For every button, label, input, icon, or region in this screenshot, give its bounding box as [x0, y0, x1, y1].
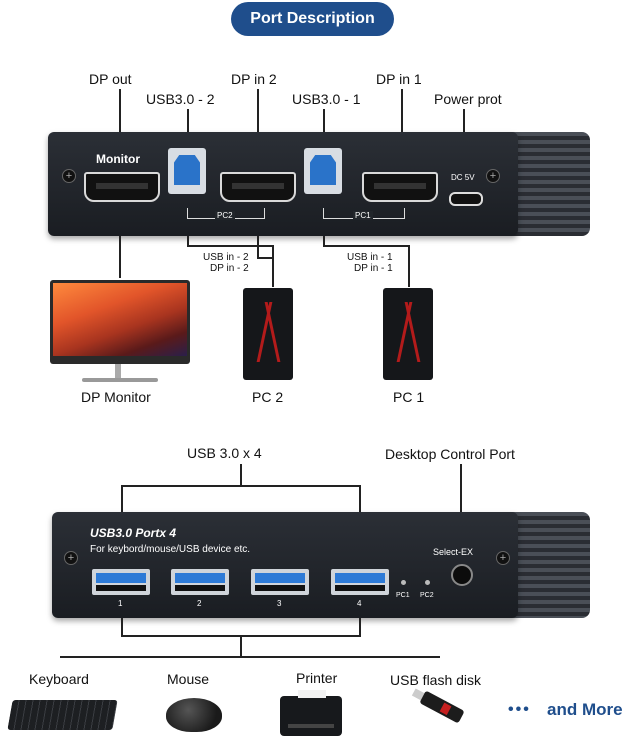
usb-c-power-port[interactable]: [449, 192, 483, 206]
line-port4-down: [359, 618, 361, 636]
monitor-neck: [115, 364, 121, 378]
line-pc2-down: [272, 245, 274, 287]
line-ports-center: [240, 635, 242, 657]
usb-panel-subtitle: For keybord/mouse/USB device etc.: [90, 544, 251, 555]
heatsink-bottom: [510, 512, 590, 618]
line-usb2-down: [187, 236, 189, 246]
leader-dp-in-1: [401, 89, 403, 161]
monitor-port-label: Monitor: [96, 152, 140, 166]
label-dp-in-2: DP in 2: [231, 71, 277, 87]
led-pc1-icon: [401, 580, 406, 585]
line-usb1-down: [323, 236, 325, 246]
label-usb30-1: USB3.0 - 1: [292, 91, 361, 107]
line-to-monitor: [119, 236, 121, 278]
pc1-tower-icon: [383, 288, 433, 380]
select-ex-label: Select-EX: [433, 547, 474, 557]
leader-usb-2: [187, 109, 189, 149]
label-dp-in-1: DP in 1: [376, 71, 422, 87]
line-pc1-down: [408, 245, 410, 287]
screw-icon: +: [486, 169, 500, 183]
monitor-image: [50, 280, 190, 364]
pc1-tag: PC1: [353, 211, 373, 220]
line-port1-down: [121, 618, 123, 636]
usb-b-port-1[interactable]: [304, 148, 342, 194]
dc-label: DC 5V: [451, 173, 475, 182]
endpoint-pc2-label: PC 2: [252, 389, 284, 405]
heatsink-top: [510, 132, 590, 236]
peripheral-mouse-label: Mouse: [167, 671, 210, 687]
port-number-2: 2: [197, 599, 202, 608]
port-number-3: 3: [277, 599, 282, 608]
peripheral-printer-label: Printer: [296, 670, 338, 686]
port-number-1: 1: [118, 599, 123, 608]
line-dp2-h: [257, 257, 273, 259]
line-usb1-h: [323, 245, 409, 247]
printer-icon: [280, 690, 342, 736]
screw-icon: +: [496, 551, 510, 565]
leader-dp-in-2: [257, 89, 259, 161]
keyboard-icon: [7, 700, 118, 730]
dp-in-1-port[interactable]: [362, 172, 438, 202]
bracket-usb-group: [121, 485, 361, 487]
usb-a-port-2[interactable]: [171, 569, 229, 595]
led-pc2-label: PC2: [420, 592, 434, 599]
more-dots: •••: [508, 701, 531, 718]
leader-usb-group: [240, 464, 242, 486]
endpoint-monitor-label: DP Monitor: [81, 389, 151, 405]
and-more-label: and More: [547, 700, 623, 719]
usb-panel-title: USB3.0 Portx 4: [90, 526, 177, 540]
monitor-screen: [53, 283, 187, 356]
line-dp2-down: [257, 236, 259, 258]
dp-out-port[interactable]: [84, 172, 160, 202]
dp-in-2-port[interactable]: [220, 172, 296, 202]
line-peripherals: [60, 656, 440, 658]
usb-flash-icon: [411, 688, 465, 724]
usb-a-port-4[interactable]: [331, 569, 389, 595]
endpoint-pc1-label: PC 1: [393, 389, 425, 405]
monitor-base: [82, 378, 158, 382]
led-pc1-label: PC1: [396, 592, 410, 599]
peripheral-keyboard-label: Keyboard: [29, 671, 89, 687]
usb-b-port-2[interactable]: [168, 148, 206, 194]
usb-a-port-1[interactable]: [92, 569, 150, 595]
leader-dp-out: [119, 89, 121, 137]
kvm-rear-panel: [52, 512, 518, 618]
conn-dp-in-1: DP in - 1: [354, 263, 393, 274]
desktop-control-jack[interactable]: [451, 564, 473, 586]
peripheral-usb-flash-label: USB flash disk: [390, 672, 482, 688]
mouse-icon: [166, 698, 222, 732]
led-pc2-icon: [425, 580, 430, 585]
leader-usb-1: [323, 109, 325, 149]
port-number-4: 4: [357, 599, 362, 608]
label-usb30-2: USB3.0 - 2: [146, 91, 215, 107]
conn-usb-in-1: USB in - 1: [347, 252, 393, 263]
conn-usb-in-2: USB in - 2: [203, 252, 249, 263]
page-title: Port Description: [231, 2, 394, 36]
screw-icon: +: [64, 551, 78, 565]
screw-icon: +: [62, 169, 76, 183]
label-dp-out: DP out: [89, 71, 132, 87]
usb-a-port-3[interactable]: [251, 569, 309, 595]
label-power-port: Power prot: [434, 91, 502, 107]
line-usb2-h: [187, 245, 273, 247]
pc2-tower-icon: [243, 288, 293, 380]
pc2-tag: PC2: [215, 211, 235, 220]
label-desktop-port: Desktop Control Port: [385, 446, 515, 462]
conn-dp-in-2: DP in - 2: [210, 263, 249, 274]
label-usb-group: USB 3.0 x 4: [187, 445, 262, 461]
